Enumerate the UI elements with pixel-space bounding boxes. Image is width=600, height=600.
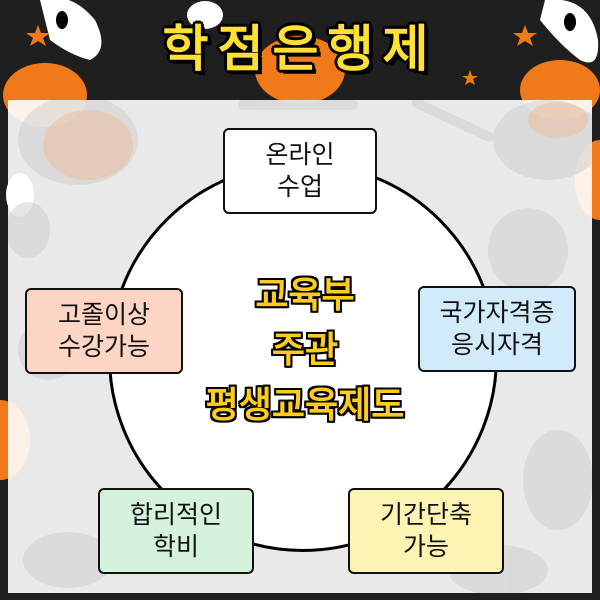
center-line-3: 평생교육제도 [205,385,405,426]
node-text-line1: 기간단축 [379,500,472,529]
node-text-line2: 응시자격 [450,330,543,359]
node-text-line2: 수업 [276,172,323,201]
node-text-line2: 수강가능 [57,332,150,361]
star-icon [26,25,537,85]
node-online-class: 온라인 수업 [223,128,377,214]
center-label: 교육부 주관 평생교육제도 [200,268,410,433]
page-title: 학점은행제 [0,4,600,86]
node-highschool-eligible: 고졸이상 수강가능 [25,288,183,374]
center-line-1: 교육부 [255,275,355,316]
node-text-line1: 온라인 [265,140,335,169]
node-text-line2: 학비 [152,532,199,561]
node-shortened-duration: 기간단축 가능 [348,488,504,574]
node-reasonable-tuition: 합리적인 학비 [98,488,254,574]
node-text-line1: 국가자격증 [439,298,555,327]
node-text-line2: 가능 [402,532,449,561]
node-text-line1: 합리적인 [129,500,222,529]
node-text-line1: 고졸이상 [57,300,150,329]
node-certification-eligibility: 국가자격증 응시자격 [418,286,576,372]
title-text: 학점은행제 [162,20,438,78]
center-line-2: 주관 [271,330,339,371]
